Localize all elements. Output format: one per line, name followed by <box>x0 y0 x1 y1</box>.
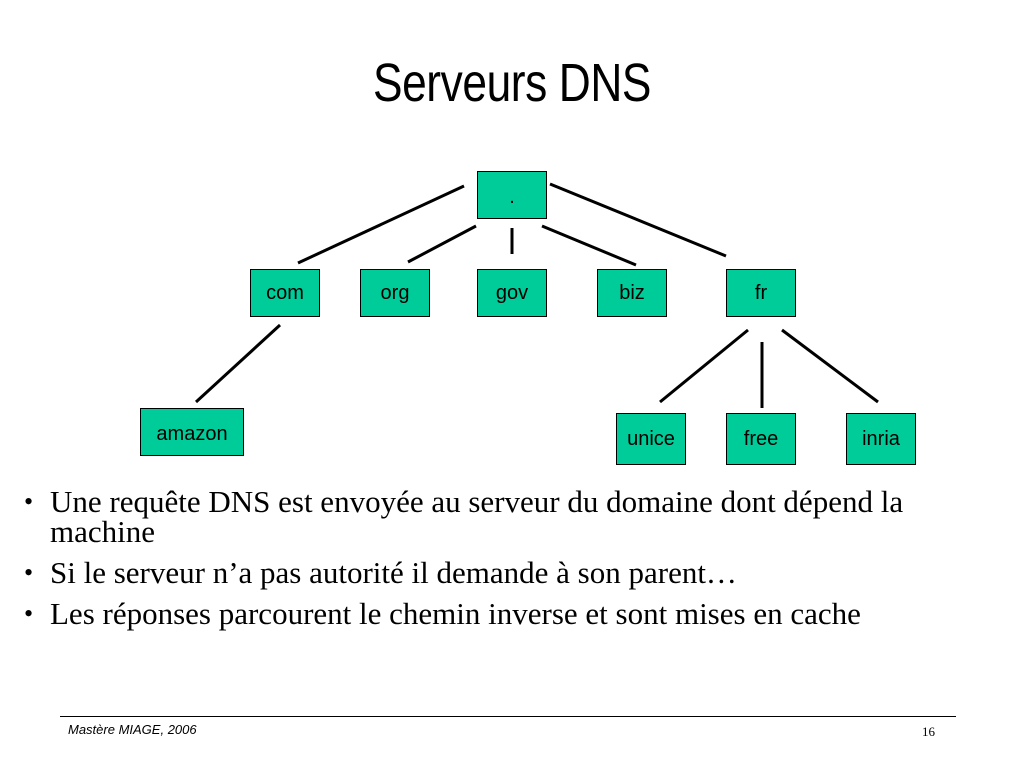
footer-divider <box>60 716 956 717</box>
bullet-text: Une requête DNS est envoyée au serveur d… <box>50 484 904 549</box>
edge-root-com <box>297 184 465 265</box>
bullet-item: • Une requête DNS est envoyée au serveur … <box>22 484 1012 549</box>
edge-root-fr <box>549 182 727 258</box>
edge-com-amazon <box>194 323 282 404</box>
bullet-text: Les réponses parcourent le chemin invers… <box>50 596 861 631</box>
node-amazon: amazon <box>140 408 244 456</box>
node-biz: biz <box>597 269 667 317</box>
bullet-text: Si le serveur n’a pas autorité il demand… <box>50 555 737 590</box>
node-org: org <box>360 269 430 317</box>
slide-title: Serveurs DNS <box>372 53 652 113</box>
edge-fr-unice <box>659 328 749 404</box>
node-inria: inria <box>846 413 916 465</box>
bullet-item: • Les réponses parcourent le chemin inver… <box>22 596 1012 631</box>
bullet-dot-icon: • <box>24 487 34 516</box>
footer-caption: Mastère MIAGE, 2006 <box>68 722 197 737</box>
bullet-dot-icon: • <box>24 599 34 628</box>
page-number: 16 <box>922 724 935 739</box>
node-root: . <box>477 171 547 219</box>
edge-root-biz <box>541 224 637 267</box>
node-gov: gov <box>477 269 547 317</box>
node-unice: unice <box>616 413 686 465</box>
bullet-list: • Une requête DNS est envoyée au serveur … <box>22 484 1012 640</box>
edge-fr-inria <box>781 328 879 404</box>
node-free: free <box>726 413 796 465</box>
node-com: com <box>250 269 320 317</box>
edge-root-org <box>407 224 477 264</box>
bullet-item: • Si le serveur n’a pas autorité il deman… <box>22 555 1012 590</box>
node-fr: fr <box>726 269 796 317</box>
bullet-dot-icon: • <box>24 558 34 587</box>
